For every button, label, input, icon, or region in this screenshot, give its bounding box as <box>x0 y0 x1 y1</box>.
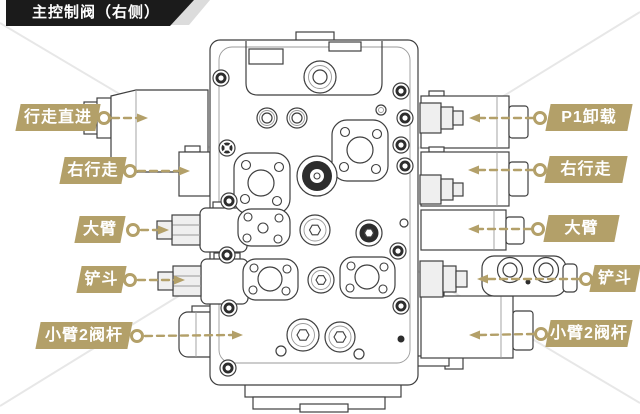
callout-travel-straight: 行走直进 <box>15 104 101 131</box>
callout-left-right-travel: 右行走 <box>59 157 127 184</box>
callout-right-right-travel: 右行走 <box>544 156 628 183</box>
valve-face-ports <box>212 69 414 377</box>
callout-p1-unload: P1卸载 <box>545 104 633 131</box>
callout-right-arm2-spool: 小臂2阀杆 <box>545 320 633 347</box>
callout-left-boom: 大臂 <box>74 216 126 243</box>
page-title: 主控制阀（右侧） <box>6 0 194 26</box>
callout-leaders <box>97 111 593 343</box>
callout-right-bucket: 铲斗 <box>589 265 640 292</box>
callout-right-boom: 大臂 <box>543 215 620 242</box>
callout-left-bucket: 铲斗 <box>76 266 127 293</box>
callout-left-arm2-spool: 小臂2阀杆 <box>35 322 133 349</box>
